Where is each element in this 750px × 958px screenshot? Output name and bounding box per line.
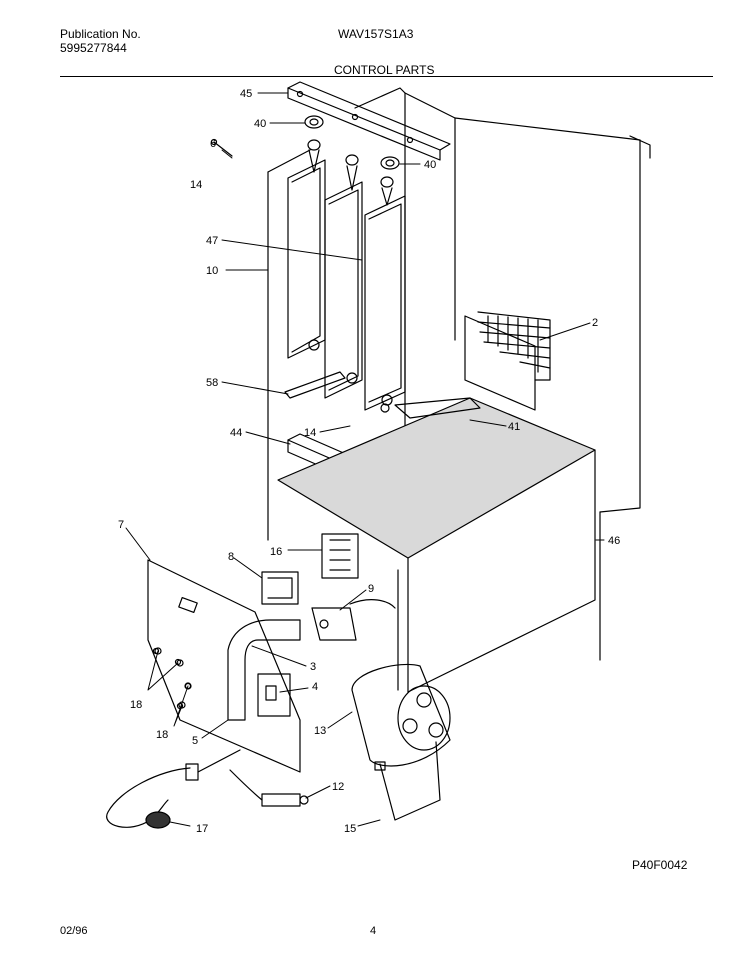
support-strap-part-15	[374, 741, 441, 821]
callout-40-right: 40	[424, 159, 436, 171]
callout-18-lower: 18	[156, 729, 168, 741]
callout-2: 2	[592, 317, 598, 329]
side-panel-part-10	[267, 149, 311, 541]
sensor-part-12	[229, 769, 309, 807]
publication-number: 5995277844	[60, 41, 127, 55]
top-bracket-part-45	[287, 81, 451, 161]
heater-box-part-46	[277, 397, 596, 693]
power-cord-part-17	[106, 749, 241, 829]
diagram-code: P40F0042	[632, 858, 688, 872]
page-number: 4	[370, 925, 377, 937]
callout-58: 58	[206, 377, 218, 389]
leader-lines	[125, 92, 605, 827]
switch-part-4	[257, 673, 291, 717]
callout-41: 41	[508, 421, 520, 433]
thermostat-part-9	[311, 599, 396, 641]
duct-part-3	[227, 619, 301, 721]
header-rule	[60, 76, 713, 77]
callout-14-top: 14	[190, 179, 202, 191]
callout-5: 5	[192, 735, 198, 747]
callout-18-upper: 18	[130, 699, 142, 711]
callout-8: 8	[228, 551, 234, 563]
callout-3: 3	[310, 661, 316, 673]
callout-labels: 45 40 40 6 14 47 10 2 58 14 41 44 7 16 4…	[118, 88, 620, 835]
heater-element-left	[287, 139, 326, 359]
heater-element-middle	[324, 154, 363, 399]
footer-date: 02/96	[60, 925, 88, 937]
bracket-part-58	[284, 371, 346, 399]
switch-part-8	[261, 571, 299, 605]
grommet-part-40-top	[304, 115, 324, 129]
section-title: CONTROL PARTS	[334, 63, 435, 77]
heater-mounting-bracket	[380, 397, 481, 419]
callout-16: 16	[270, 546, 282, 558]
blower-housing-part-13	[351, 663, 451, 767]
terminal-block-part-16	[321, 533, 359, 579]
callout-40-top: 40	[254, 118, 266, 130]
callout-12: 12	[332, 781, 344, 793]
publication-label: Publication No.	[60, 27, 141, 41]
callout-6: 6	[210, 138, 216, 150]
screw-part-6	[210, 138, 233, 157]
callout-14-middle: 14	[304, 427, 316, 439]
callout-46: 46	[608, 535, 620, 547]
callout-45: 45	[240, 88, 252, 100]
filter-grid-part-2	[464, 311, 551, 411]
callout-15: 15	[344, 823, 356, 835]
callout-47: 47	[206, 235, 218, 247]
heater-element-right	[364, 176, 406, 411]
cabinet-panel	[354, 87, 651, 661]
callout-13: 13	[314, 725, 326, 737]
callout-17: 17	[196, 823, 208, 835]
callout-9: 9	[368, 583, 374, 595]
screws-part-18	[154, 647, 192, 709]
callout-7: 7	[118, 519, 124, 531]
callout-10: 10	[206, 265, 218, 277]
model-number: WAV157S1A3	[338, 27, 414, 41]
control-bracket-part-7	[147, 559, 301, 773]
callout-4: 4	[312, 681, 318, 693]
grommet-part-40-right	[380, 156, 400, 170]
callout-44: 44	[230, 427, 242, 439]
